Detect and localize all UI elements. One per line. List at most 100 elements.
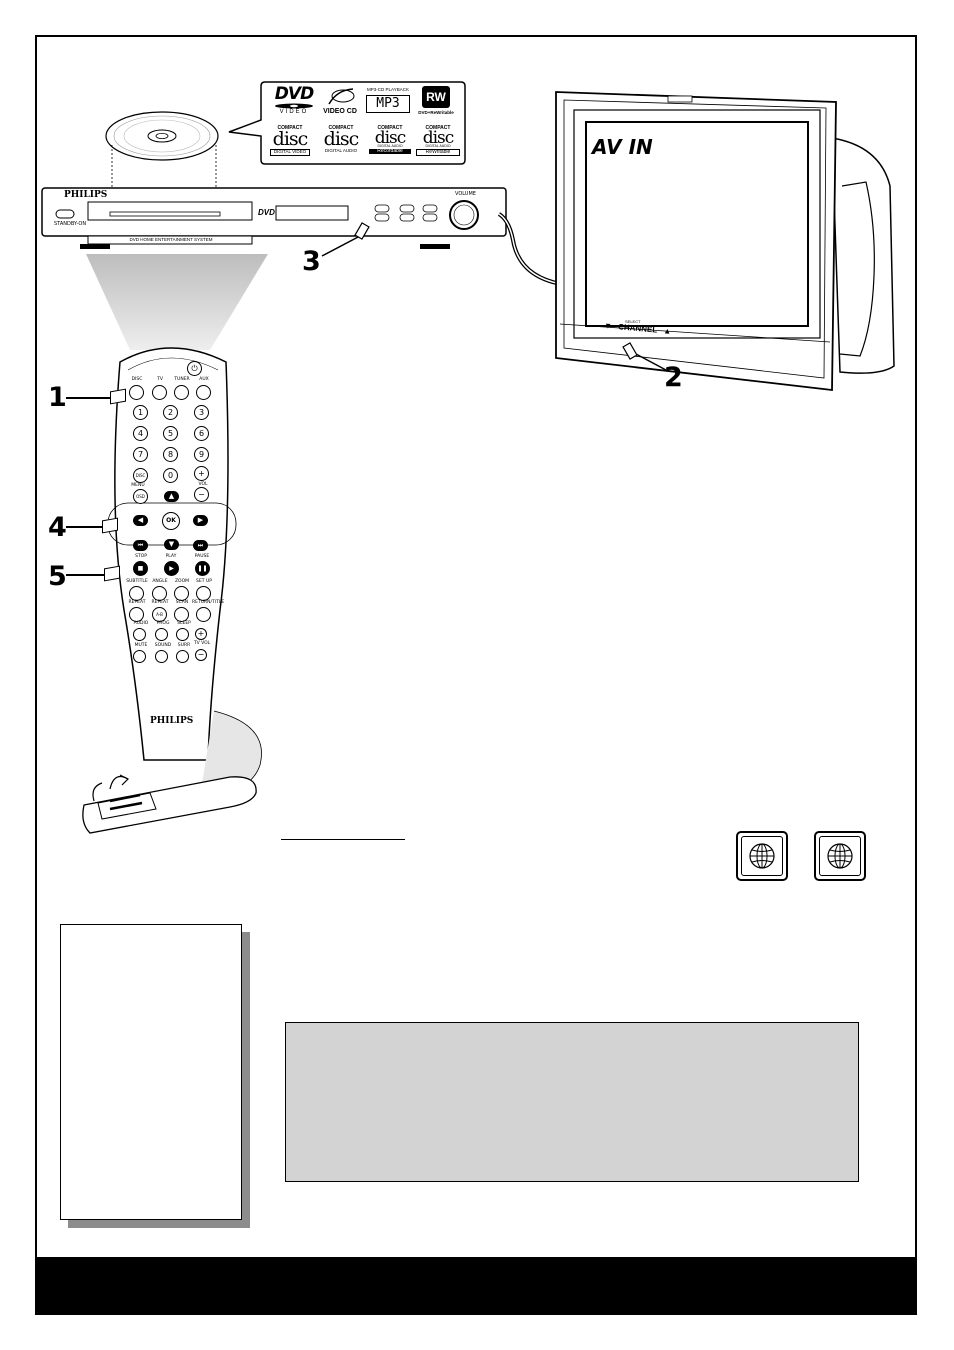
step-3-pointer [321, 222, 370, 257]
step-4-number: 4 [48, 512, 67, 543]
dvd-video-label: VIDEO [279, 109, 309, 115]
repeat-button[interactable] [129, 607, 144, 622]
video-cd-label: VIDEO CD [323, 108, 357, 115]
repeat-ab-button[interactable]: A-B [152, 607, 167, 622]
step-3-number: 3 [302, 246, 321, 277]
next-button[interactable]: ⏭ [193, 540, 208, 551]
disc-illustration [105, 111, 219, 213]
digit-8-button[interactable]: 8 [163, 447, 178, 462]
region-code-icon-2 [814, 831, 866, 881]
tv-vol-down-button[interactable]: − [195, 649, 207, 661]
osd-button[interactable]: OSD [133, 489, 148, 504]
subtitle-button[interactable] [129, 586, 144, 601]
angle-label: ANGLE [152, 579, 168, 584]
disc-source-button[interactable] [129, 385, 144, 400]
ok-button[interactable]: OK [162, 512, 180, 530]
step-5-number: 5 [48, 561, 67, 592]
section-heading-rule [281, 839, 405, 840]
info-panel [285, 1022, 859, 1182]
cd-compact-label: COMPACT [425, 125, 451, 131]
digit-0-button[interactable]: 0 [163, 468, 178, 483]
remote-power-button[interactable]: ⏻ [187, 361, 202, 376]
vol-down-button[interactable]: − [194, 487, 209, 502]
tv-screen-text: AV IN [592, 135, 653, 159]
scan-button[interactable] [174, 607, 189, 622]
angle-button[interactable] [152, 586, 167, 601]
setup-button[interactable] [196, 586, 211, 601]
tuner-source-button[interactable] [174, 385, 189, 400]
surr-button[interactable] [176, 650, 189, 663]
cd-caption: Recordable [369, 148, 411, 154]
sleep-label: SLEEP [177, 621, 191, 626]
nav-right-button[interactable]: ▶ [193, 515, 208, 526]
sleep-button[interactable] [176, 628, 189, 641]
cd-compact-label: COMPACT [328, 125, 354, 131]
dvd-player-brand: PHILIPS [64, 190, 108, 200]
digit-2-button[interactable]: 2 [163, 405, 178, 420]
digit-6-button[interactable]: 6 [194, 426, 209, 441]
nav-left-button[interactable]: ◀ [133, 515, 148, 526]
disc-menu-button[interactable]: DISC [133, 468, 148, 483]
footer-bar [35, 1257, 917, 1315]
source-label-tv: TV [157, 377, 163, 382]
nav-up-button[interactable]: ▲ [164, 491, 179, 502]
zoom-button[interactable] [174, 586, 189, 601]
video-cd-disc-icon [328, 88, 355, 105]
stop-button[interactable]: ■ [133, 561, 148, 576]
digit-1-button[interactable]: 1 [133, 405, 148, 420]
aux-source-button[interactable] [196, 385, 211, 400]
digit-4-button[interactable]: 4 [133, 426, 148, 441]
subtitle-label: SUBTITLE [126, 579, 148, 584]
cd-disc-word: disc [323, 128, 360, 150]
cd-disc-word: disc [272, 128, 309, 150]
dvd-player-logo: DVD [258, 208, 275, 217]
channel-select-label: SELECT [625, 319, 641, 324]
note-box [60, 924, 242, 1220]
globe-icon [827, 843, 853, 869]
sound-button[interactable] [155, 650, 168, 663]
cd-sub-caption: DIGITAL AUDIO [425, 144, 451, 148]
step-2-pointer [622, 342, 667, 371]
cd-digital-video-logo: COMPACT disc DIGITAL VIDEO [266, 126, 314, 162]
menu-label: MENU [131, 483, 145, 488]
previous-button[interactable]: ⏮ [133, 540, 148, 551]
repeat-label: REPEAT [128, 600, 146, 605]
channel-up-icon: ▲ [663, 326, 672, 336]
globe-icon [749, 843, 775, 869]
mute-button[interactable] [133, 650, 146, 663]
digit-5-button[interactable]: 5 [163, 426, 178, 441]
digit-7-button[interactable]: 7 [133, 447, 148, 462]
digit-3-button[interactable]: 3 [194, 405, 209, 420]
step-1-leader [66, 397, 112, 399]
pause-button[interactable]: ❚❚ [195, 561, 210, 576]
prog-button[interactable] [155, 628, 168, 641]
mp3-label: MP3 [366, 94, 410, 113]
source-label-tuner: TUNER [174, 377, 190, 382]
mute-label: MUTE [134, 643, 148, 648]
logo-bubble [228, 81, 466, 165]
vol-label: VOL [198, 482, 208, 487]
dvd-disc-mark [275, 103, 313, 109]
setup-label: SET UP [196, 579, 212, 584]
digit-9-button[interactable]: 9 [194, 447, 209, 462]
channel-down-icon: ▼ [603, 321, 613, 331]
return-title-button[interactable] [196, 607, 211, 622]
play-button[interactable]: ▶ [164, 561, 179, 576]
zoom-label: ZOOM [174, 579, 190, 584]
dvd-logo-text: DVD [274, 84, 314, 104]
rw-label: RW [422, 86, 450, 108]
tv-source-button[interactable] [152, 385, 167, 400]
nav-down-button[interactable]: ▼ [164, 539, 179, 550]
surr-label: SURR [177, 643, 191, 648]
volume-label: VOLUME [455, 191, 476, 197]
cd-compact-label: COMPACT [277, 125, 303, 131]
cd-compact-label: COMPACT [377, 125, 403, 131]
stop-label: STOP [135, 554, 147, 559]
television [555, 91, 895, 392]
audio-button[interactable] [133, 628, 146, 641]
tv-vol-up-button[interactable]: + [195, 628, 207, 640]
tray-label: DVD HOME ENTERTAINMENT SYSTEM [129, 237, 213, 242]
vol-up-button[interactable]: + [194, 466, 209, 481]
video-cd-logo: VIDEO CD [320, 86, 360, 122]
play-label: PLAY [165, 554, 177, 559]
